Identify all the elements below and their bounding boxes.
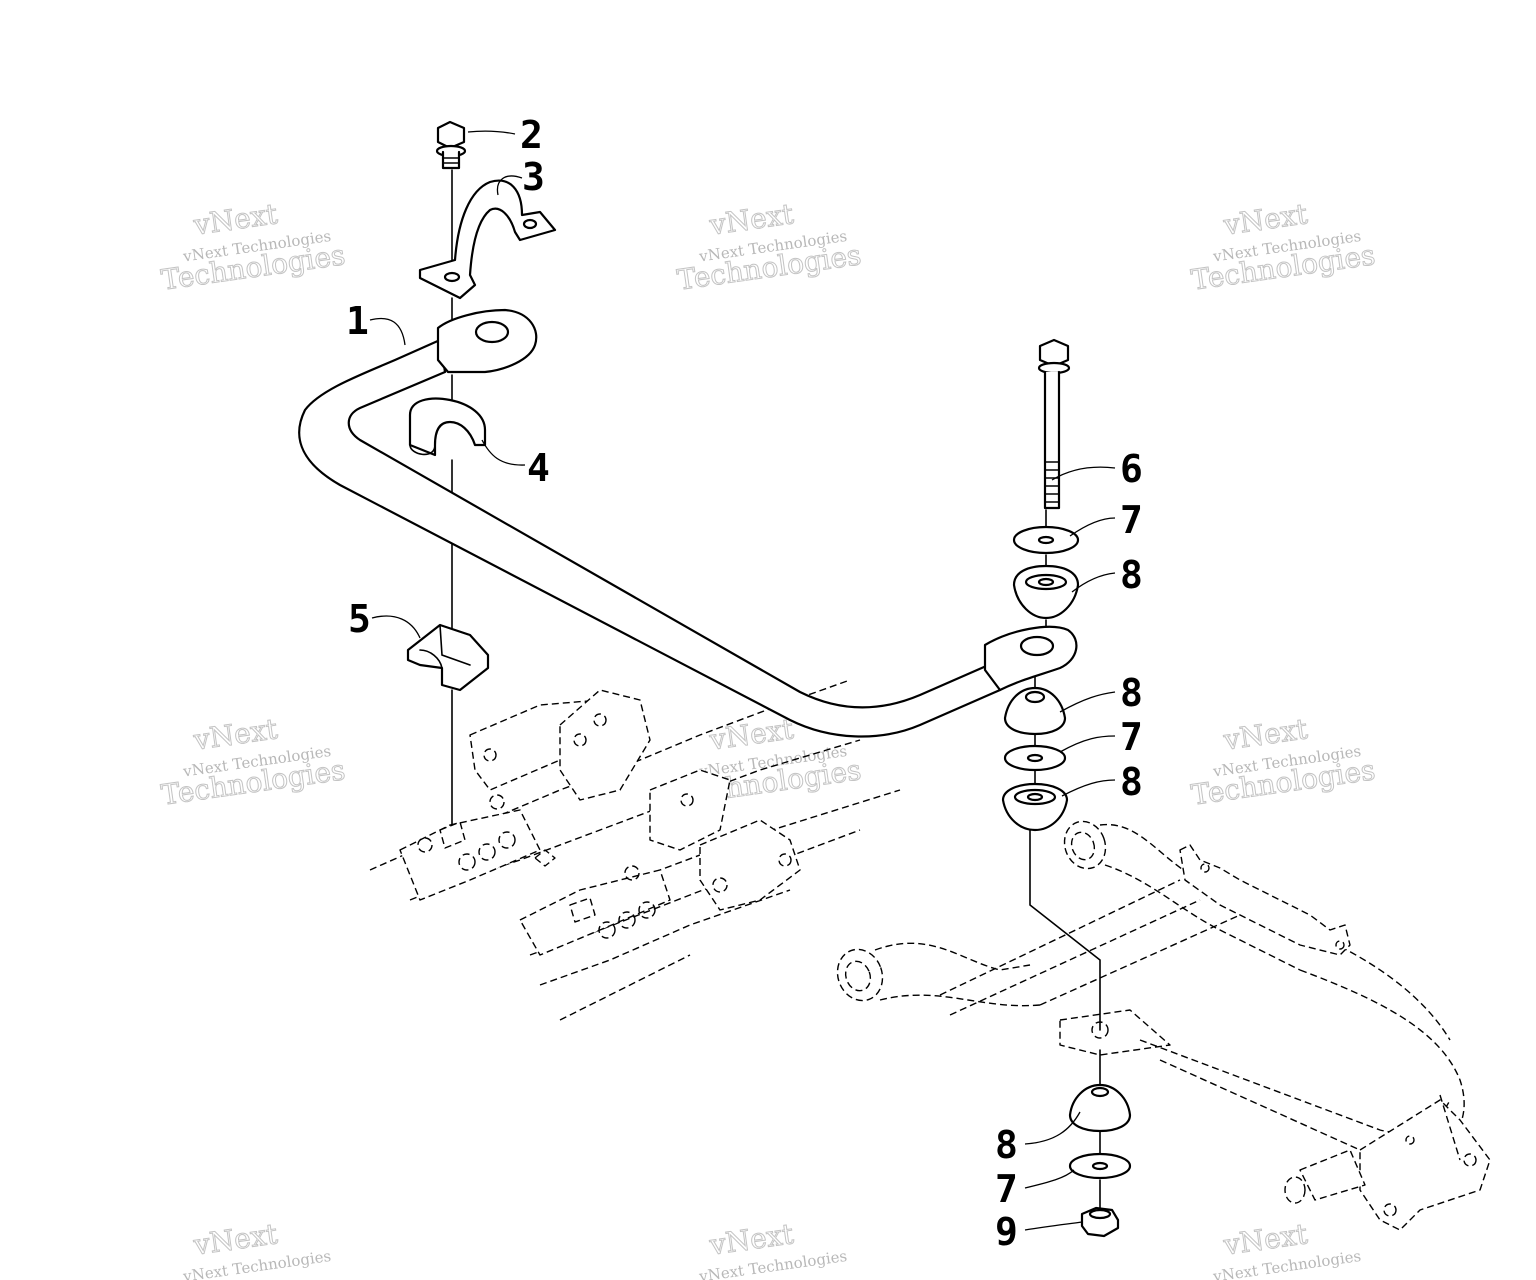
a-arm-dashed bbox=[836, 820, 1491, 1231]
washer-lower bbox=[1068, 1152, 1132, 1180]
watermark-top-left: vNext vNext Technologies Technologies bbox=[159, 197, 348, 298]
callout-9: 9 bbox=[995, 1210, 1018, 1254]
grommet-2 bbox=[1003, 686, 1067, 736]
callout-4: 4 bbox=[527, 446, 550, 490]
callout-2: 2 bbox=[520, 113, 543, 157]
callout-8-bottom: 8 bbox=[995, 1123, 1018, 1167]
washer-middle bbox=[1003, 744, 1067, 772]
grommet-3 bbox=[1001, 782, 1069, 832]
callout-8-lower: 8 bbox=[1120, 760, 1143, 804]
watermark-layer: vNext vNext Technologies Technologies vN… bbox=[159, 197, 1378, 1280]
callout-7-middle: 7 bbox=[1120, 715, 1143, 759]
callout-7-bottom: 7 bbox=[995, 1167, 1018, 1211]
callout-8-upper: 8 bbox=[1120, 553, 1143, 597]
watermark-bottom-center: vNext vNext Technologies bbox=[697, 1217, 848, 1280]
callout-5: 5 bbox=[348, 597, 371, 641]
watermark-mid-left: vNext vNext Technologies Technologies bbox=[159, 712, 348, 813]
watermark-top-center: vNext vNext Technologies Technologies bbox=[675, 197, 864, 298]
watermark-bottom-right: vNext vNext Technologies bbox=[1211, 1217, 1362, 1280]
bushing-block bbox=[406, 623, 490, 692]
watermark-top-right: vNext vNext Technologies Technologies bbox=[1189, 197, 1378, 298]
callout-leaders bbox=[369, 130, 1116, 1231]
callout-3: 3 bbox=[522, 155, 545, 199]
callout-6: 6 bbox=[1120, 447, 1143, 491]
callout-1: 1 bbox=[346, 299, 369, 343]
bolt-small bbox=[435, 120, 467, 170]
callout-8-middle: 8 bbox=[1120, 671, 1143, 715]
lock-nut bbox=[1080, 1206, 1120, 1238]
callout-labels: 1 2 3 4 5 6 7 8 8 7 8 8 7 9 bbox=[346, 113, 1143, 1254]
watermark-bottom-left: vNext vNext Technologies bbox=[181, 1217, 332, 1280]
bushing-half bbox=[408, 397, 487, 457]
watermark-mid-right: vNext vNext Technologies Technologies bbox=[1189, 712, 1378, 813]
clamp-bracket bbox=[418, 179, 557, 300]
grommet-4 bbox=[1068, 1083, 1132, 1133]
bolt-long bbox=[1037, 338, 1071, 510]
washer-upper bbox=[1012, 525, 1080, 555]
callout-7-upper: 7 bbox=[1120, 498, 1143, 542]
frame-crossmember-dashed bbox=[369, 679, 901, 1021]
grommet-1 bbox=[1012, 564, 1080, 620]
stabilizer-bar bbox=[298, 308, 1078, 738]
